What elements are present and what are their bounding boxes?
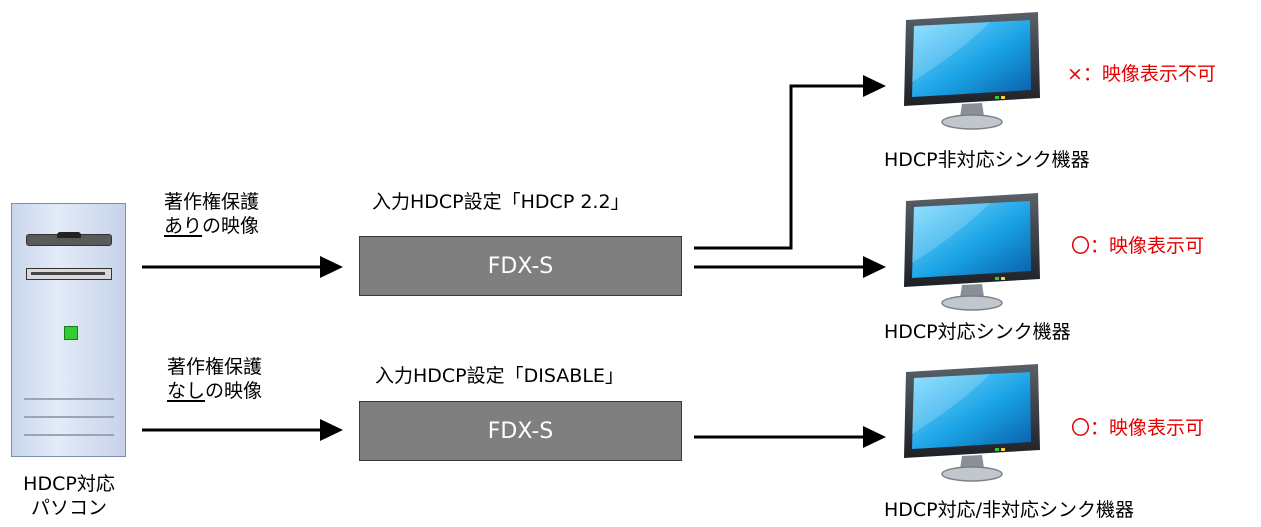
sink-status-2: 〇：映像表示可 bbox=[1071, 235, 1205, 257]
sink-caption-1: HDCP非対応シンク機器 bbox=[884, 149, 1090, 171]
vent-line bbox=[24, 416, 114, 418]
content-label-top: 著作権保護 ありの映像 bbox=[164, 190, 259, 238]
fdx-device-box-top: FDX-S bbox=[359, 236, 682, 296]
monitor-icon bbox=[904, 193, 1040, 311]
optical-drive-icon bbox=[26, 232, 112, 246]
arrow-pc-to-fdx-top bbox=[142, 256, 343, 278]
hdcp-setting-label-top: 入力HDCP設定「HDCP 2.2」 bbox=[372, 191, 630, 213]
sink-caption-2: HDCP対応シンク機器 bbox=[884, 321, 1071, 343]
sink-status-1: ×：映像表示不可 bbox=[1067, 63, 1216, 85]
monitor-icon bbox=[904, 364, 1040, 482]
sink-caption-3: HDCP対応/非対応シンク機器 bbox=[884, 499, 1135, 521]
sink-status-3: 〇：映像表示可 bbox=[1071, 417, 1205, 439]
pc-label-line1: HDCP対応 bbox=[23, 473, 115, 495]
drive-bay-icon bbox=[26, 268, 112, 280]
pc-label-line2: パソコン bbox=[30, 497, 107, 519]
arrow-fdx-top-to-sink-1 bbox=[694, 75, 886, 250]
content-label-suffix: の映像 bbox=[202, 215, 260, 237]
hdcp-setting-label-bottom: 入力HDCP設定「DISABLE」 bbox=[375, 365, 624, 387]
protection-flag: なし bbox=[167, 380, 206, 402]
fdx-device-box-bottom: FDX-S bbox=[359, 401, 682, 461]
content-label-line1: 著作権保護 bbox=[164, 191, 260, 213]
pc-label: HDCP対応 パソコン bbox=[14, 472, 124, 520]
vent-line bbox=[24, 398, 114, 400]
arrow-pc-to-fdx-bottom bbox=[142, 419, 343, 441]
arrow-fdx-top-to-sink-2 bbox=[694, 256, 886, 278]
pc-tower-icon bbox=[11, 203, 126, 457]
content-label-suffix: の映像 bbox=[205, 380, 263, 402]
vent-line bbox=[24, 434, 114, 436]
power-led-icon bbox=[64, 326, 78, 340]
content-label-line1: 著作権保護 bbox=[167, 356, 263, 378]
content-label-bottom: 著作権保護 なしの映像 bbox=[167, 355, 262, 403]
arrow-fdx-bottom-to-sink-3 bbox=[694, 426, 886, 448]
protection-flag: あり bbox=[164, 215, 203, 237]
monitor-icon bbox=[904, 12, 1040, 130]
